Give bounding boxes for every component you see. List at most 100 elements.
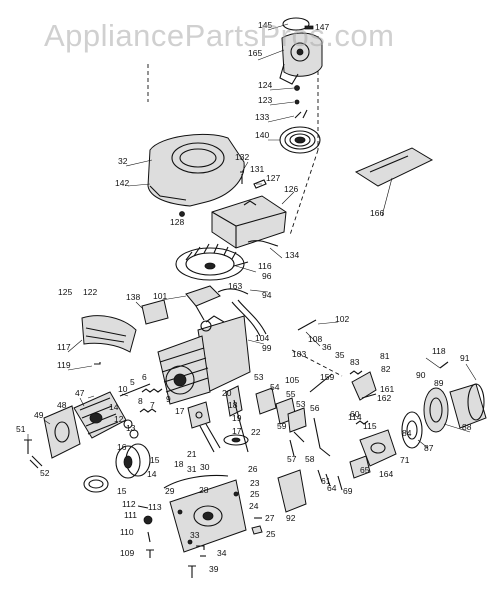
- part-number-label: 82: [381, 364, 391, 374]
- part-number-label: 7: [150, 400, 155, 410]
- part-number-label: 125: [58, 287, 72, 297]
- screw-119: [94, 362, 101, 365]
- clip-118: [439, 361, 449, 369]
- cylinder-shield-117: [81, 315, 137, 353]
- part-number-label: 20: [222, 388, 232, 398]
- pin-110: [147, 531, 151, 543]
- part-number-label: 113: [148, 502, 162, 512]
- part-number-label: 159: [320, 372, 334, 382]
- part-number-label: 117: [57, 342, 71, 352]
- part-number-label: 132: [235, 152, 249, 162]
- bolt-51: [24, 439, 32, 454]
- filter-element-90: [449, 383, 487, 429]
- gear-22: [223, 434, 249, 446]
- part-number-label: 57: [287, 454, 297, 464]
- part-number-label: 59: [277, 421, 287, 431]
- part-number-label: 17: [175, 406, 185, 416]
- part-number-label: 29: [165, 486, 175, 496]
- spring-114: [355, 420, 369, 425]
- gasket-29: [163, 475, 229, 489]
- part-number-label: 128: [170, 217, 184, 227]
- part-number-label: 102: [335, 314, 349, 324]
- flywheel-96: [175, 243, 245, 281]
- part-number-label: 83: [350, 357, 360, 367]
- part-number-label: 23: [250, 478, 260, 488]
- part-number-label: 17: [232, 426, 242, 436]
- part-number-label: 110: [120, 527, 134, 537]
- spring-83: [349, 370, 363, 375]
- part-number-label: 49: [34, 410, 44, 420]
- part-number-label: 87: [424, 443, 434, 453]
- screw-61: [317, 469, 323, 483]
- part-number-label: 166: [370, 208, 384, 218]
- plate-56: [287, 407, 307, 433]
- screw-64: [325, 473, 331, 487]
- part-number-label: 88: [462, 422, 472, 432]
- part-number-label: 161: [380, 384, 394, 394]
- part-number-label: 124: [258, 80, 272, 90]
- part-number-label: 47: [75, 388, 85, 398]
- part-number-label: 134: [285, 250, 299, 260]
- part-number-label: 126: [284, 184, 298, 194]
- cover-53: [255, 387, 277, 415]
- part-number-label: 22: [251, 427, 261, 437]
- assembly-centerline-top: [289, 36, 319, 236]
- part-number-label: 119: [57, 360, 71, 370]
- part-number-label: 90: [416, 370, 426, 380]
- part-number-label: 123: [258, 95, 272, 105]
- spring-6: [141, 388, 163, 393]
- spark-plug-52: [29, 455, 43, 469]
- part-number-label: 147: [315, 22, 329, 32]
- part-number-label: 103: [292, 349, 306, 359]
- screw-69: [337, 475, 343, 491]
- part-number-label: 30: [200, 462, 210, 472]
- part-number-label: 32: [118, 156, 128, 166]
- part-number-label: 54: [270, 382, 280, 392]
- screen-116: [233, 261, 249, 267]
- part-number-label: 140: [255, 130, 269, 140]
- drain-plug-33: [196, 545, 205, 550]
- part-number-label: 109: [120, 548, 134, 558]
- part-number-label: 142: [115, 178, 129, 188]
- bracket-81: [351, 371, 377, 401]
- link-59: [293, 431, 305, 443]
- part-number-label: 15: [117, 486, 127, 496]
- screw-128: [179, 211, 185, 217]
- part-number-label: 162: [377, 393, 391, 403]
- screw-133: [294, 109, 308, 119]
- part-number-label: 53: [254, 372, 264, 382]
- part-number-label: 116: [258, 261, 272, 271]
- wire-163: [217, 288, 249, 295]
- decal-166: [354, 147, 434, 187]
- fuel-tank-126: [211, 195, 287, 249]
- part-number-label: 55: [286, 389, 296, 399]
- part-number-label: 64: [327, 483, 337, 493]
- part-number-label: 33: [190, 530, 200, 540]
- part-number-label: 94: [262, 290, 272, 300]
- part-number-label: 65: [360, 465, 370, 475]
- part-number-label: 165: [248, 48, 262, 58]
- ignition-coil-101: [185, 285, 221, 321]
- part-number-label: 15: [150, 455, 160, 465]
- part-number-label: 131: [250, 164, 264, 174]
- part-number-label: 105: [285, 375, 299, 385]
- part-number-label: 61: [321, 476, 331, 486]
- part-number-label: 99: [262, 343, 272, 353]
- part-number-label: 25: [250, 489, 260, 499]
- link-161: [361, 393, 377, 399]
- rod-159: [309, 373, 333, 393]
- part-number-label: 56: [310, 403, 320, 413]
- part-number-label: 6: [142, 372, 147, 382]
- seal-111: [143, 515, 153, 525]
- cap-127: [253, 179, 267, 189]
- gasket-49: [43, 405, 81, 459]
- nut-124: [294, 85, 300, 91]
- part-number-label: 111: [124, 510, 137, 520]
- part-number-label: 163: [228, 281, 242, 291]
- part-number-label: 101: [153, 291, 167, 301]
- valve-10: [119, 383, 151, 397]
- part-number-label: 133: [255, 112, 269, 122]
- part-number-label: 25: [266, 529, 276, 539]
